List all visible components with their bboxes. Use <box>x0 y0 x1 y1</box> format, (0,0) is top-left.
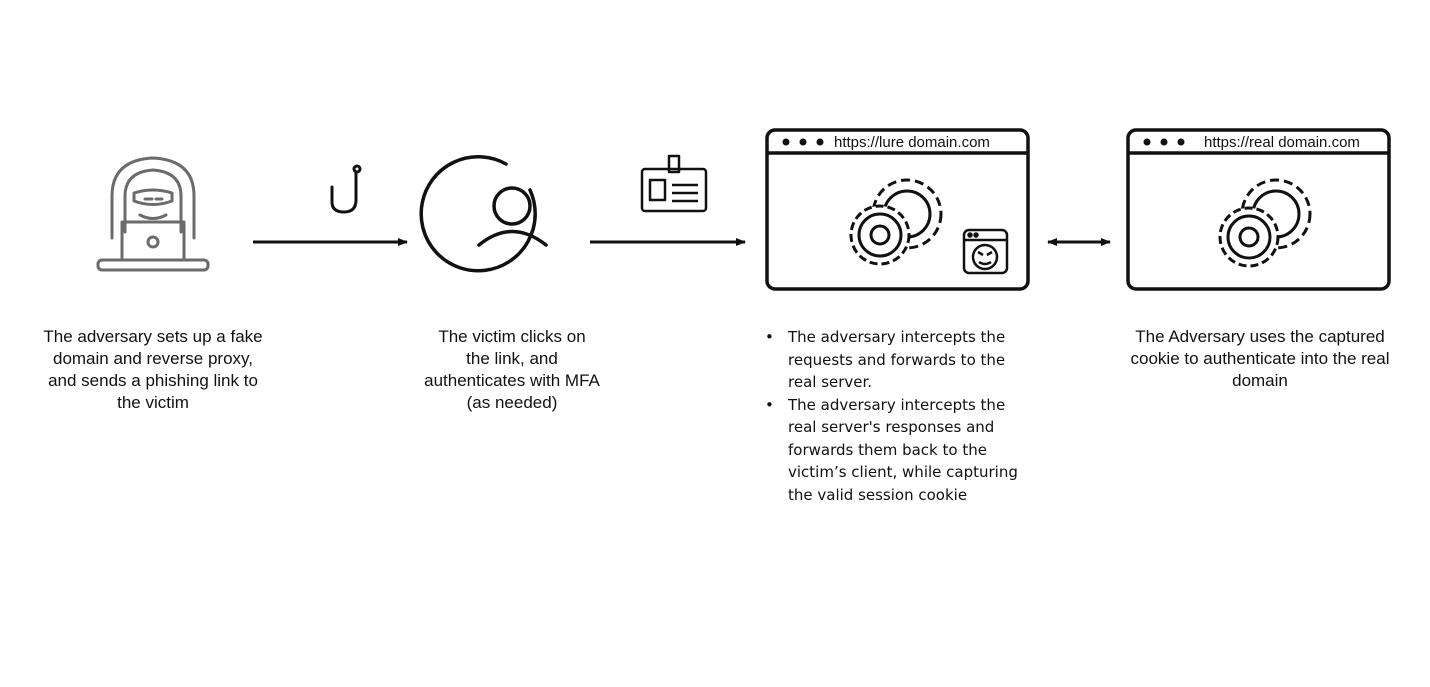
step-1-caption: The adversary sets up a fake domain and … <box>43 327 263 412</box>
user-circle-icon <box>419 155 548 273</box>
window-dot-icon <box>1143 138 1151 146</box>
browser-url: https://lure domain.com <box>834 134 990 151</box>
step-2-caption: The victim clicks on the link, and authe… <box>424 327 600 412</box>
gears-icon <box>1218 178 1312 268</box>
window-dot-icon <box>816 138 824 146</box>
window-dot-icon <box>799 138 807 146</box>
browser-window-lure: https://lure domain.com <box>765 128 1030 291</box>
step-3-bullets: The adversary intercepts the requests an… <box>765 326 1035 506</box>
window-dot-icon <box>782 138 790 146</box>
bullet-item: The adversary intercepts the real server… <box>765 394 1035 507</box>
id-badge-icon <box>640 154 708 213</box>
browser-url: https://real domain.com <box>1204 134 1360 151</box>
browser-window-real: https://real domain.com <box>1126 128 1391 291</box>
window-dot-icon <box>1177 138 1185 146</box>
gears-icon <box>849 178 943 266</box>
villain-window-icon <box>962 228 1009 275</box>
fishing-hook-icon <box>330 164 362 214</box>
window-dot-icon <box>1160 138 1168 146</box>
bullet-item: The adversary intercepts the requests an… <box>765 326 1035 394</box>
step-4-caption: The Adversary uses the captured cookie t… <box>1130 327 1390 390</box>
hacker-laptop-icon <box>96 156 210 272</box>
